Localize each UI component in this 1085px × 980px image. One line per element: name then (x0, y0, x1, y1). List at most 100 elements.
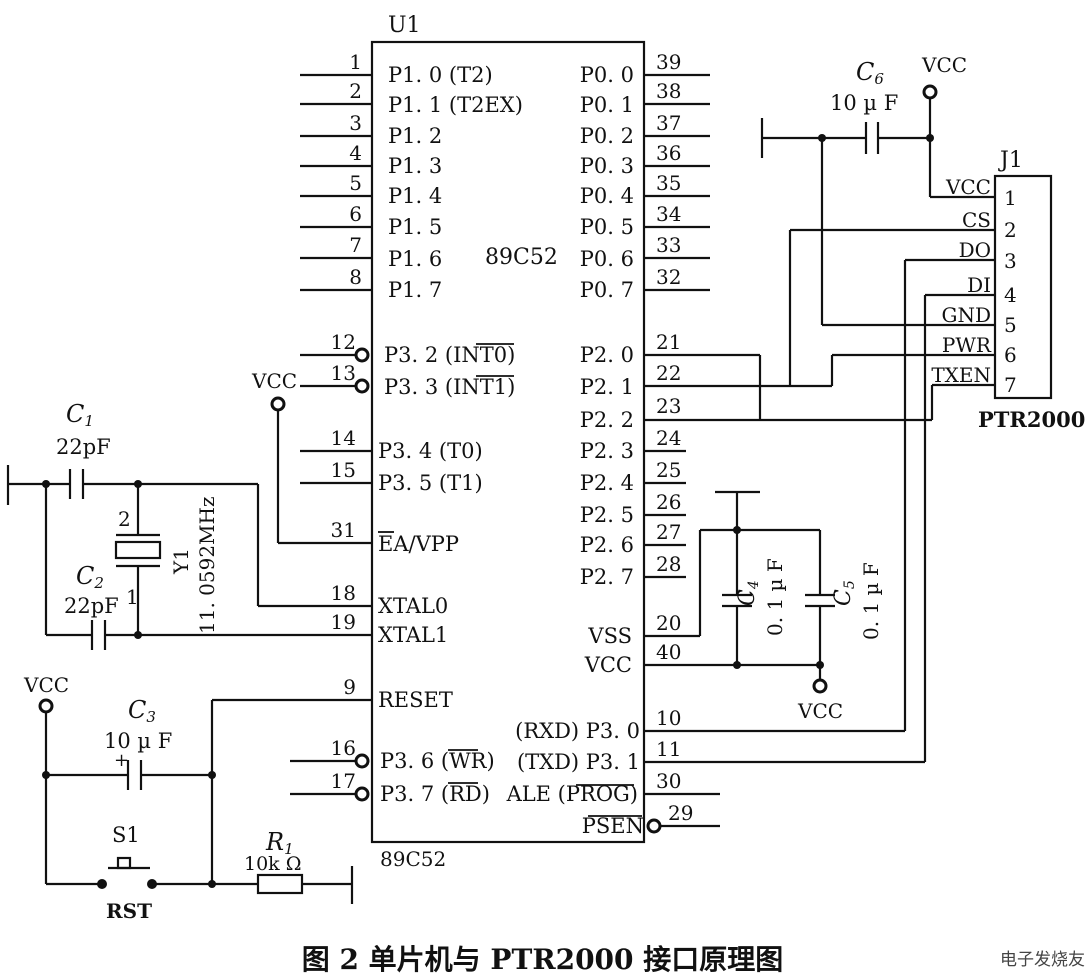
overlines (378, 343, 642, 817)
connector-name: PTR2000 (978, 407, 1085, 432)
svg-text:P0. 1: P0. 1 (580, 93, 634, 117)
svg-text:P0. 2: P0. 2 (580, 124, 634, 148)
connector-body (993, 174, 1053, 400)
svg-text:P1. 6: P1. 6 (388, 247, 442, 271)
c5-value: 0. 1 µ F (859, 562, 883, 640)
connector-ref: J1 (998, 148, 1023, 173)
svg-text:25: 25 (656, 458, 681, 482)
svg-text:VCC: VCC (797, 699, 843, 723)
svg-text:37: 37 (656, 111, 681, 135)
c4-value: 0. 1 µ F (763, 558, 787, 636)
c2-ref: C2 (76, 562, 104, 592)
svg-text:32: 32 (656, 265, 681, 289)
svg-text:RESET: RESET (378, 688, 453, 712)
svg-text:13: 13 (331, 361, 356, 385)
svg-text:XTAL0: XTAL0 (378, 594, 448, 618)
svg-text:9: 9 (343, 675, 356, 699)
svg-text:DO: DO (959, 238, 991, 262)
svg-text:CS: CS (962, 208, 991, 232)
r1-value: 10k Ω (244, 853, 301, 875)
left-pin-labels: P1. 0 (T2) P1. 1 (T2EX) P1. 2 P1. 3 P1. … (378, 63, 523, 806)
svg-text:11: 11 (656, 737, 681, 761)
svg-text:P1. 7: P1. 7 (388, 278, 442, 302)
svg-text:P2. 6: P2. 6 (580, 533, 634, 557)
svg-text:P2. 5: P2. 5 (580, 503, 634, 527)
svg-text:P1. 5: P1. 5 (388, 215, 442, 239)
svg-text:40: 40 (656, 640, 681, 664)
c1-ref: C1 (66, 400, 94, 430)
svg-text:P0. 0: P0. 0 (580, 63, 634, 87)
svg-text:P0. 4: P0. 4 (580, 184, 634, 208)
svg-text:P2. 3: P2. 3 (580, 439, 634, 463)
c6-value: 10 µ F (830, 91, 898, 115)
svg-text:38: 38 (656, 79, 681, 103)
svg-text:P2. 4: P2. 4 (580, 471, 634, 495)
c6-ref: C6 (856, 58, 884, 88)
svg-text:P2. 0: P2. 0 (580, 343, 634, 367)
svg-text:33: 33 (656, 233, 681, 257)
s1-label: RST (106, 899, 152, 923)
svg-text:26: 26 (656, 490, 681, 514)
svg-text:14: 14 (331, 426, 356, 450)
svg-text:P0. 3: P0. 3 (580, 154, 634, 178)
y1-ref: Y1 (169, 548, 193, 575)
figure-caption: 图 2 单片机与 PTR2000 接口原理图 (301, 943, 784, 976)
svg-text:4: 4 (1004, 283, 1017, 307)
svg-text:P0. 6: P0. 6 (580, 247, 634, 271)
wires (6, 40, 1053, 904)
svg-text:P0. 7: P0. 7 (580, 278, 634, 302)
left-pin-numbers: 1 2 3 4 5 6 7 8 12 13 14 15 31 18 19 9 1… (331, 50, 362, 793)
svg-text:(TXD) P3. 1: (TXD) P3. 1 (517, 750, 640, 774)
svg-text:17: 17 (331, 769, 356, 793)
svg-text:P1. 0 (T2): P1. 0 (T2) (388, 63, 493, 87)
svg-text:P3. 4 (T0): P3. 4 (T0) (378, 439, 483, 463)
c4-ref: C4 (735, 580, 762, 606)
svg-text:(RXD) P3. 0: (RXD) P3. 0 (515, 719, 640, 743)
svg-text:23: 23 (656, 394, 681, 418)
svg-text:10: 10 (656, 706, 681, 730)
vcc-labels: VCC VCC VCC VCC (23, 53, 967, 723)
pin-bubbles (38, 84, 938, 834)
svg-text:P3. 5 (T1): P3. 5 (T1) (378, 471, 483, 495)
svg-text:P1. 2: P1. 2 (388, 124, 442, 148)
svg-text:1: 1 (349, 50, 362, 74)
svg-text:28: 28 (656, 552, 681, 576)
svg-text:22: 22 (656, 361, 681, 385)
svg-text:P2. 7: P2. 7 (580, 565, 634, 589)
svg-text:XTAL1: XTAL1 (378, 623, 448, 647)
svg-text:VSS: VSS (587, 624, 632, 648)
svg-text:P0. 5: P0. 5 (580, 215, 634, 239)
c2-value: 22pF (64, 594, 119, 618)
svg-text:19: 19 (331, 610, 356, 634)
watermark-logo: 电子发烧友 (1000, 950, 1085, 970)
svg-text:3: 3 (349, 111, 362, 135)
svg-text:P3. 2 (INT0): P3. 2 (INT0) (384, 343, 515, 367)
junction-dots (42, 134, 934, 889)
svg-text:12: 12 (331, 330, 356, 354)
r1-ref: R1 (265, 828, 294, 858)
svg-text:DI: DI (967, 273, 991, 297)
svg-text:2: 2 (349, 79, 362, 103)
svg-text:27: 27 (656, 520, 681, 544)
svg-text:TXEN: TXEN (931, 363, 991, 387)
svg-text:ALE (PROG): ALE (PROG) (506, 782, 638, 806)
svg-text:8: 8 (349, 265, 362, 289)
svg-text:20: 20 (656, 611, 681, 635)
svg-text:29: 29 (668, 801, 693, 825)
svg-text:P1. 1 (T2EX): P1. 1 (T2EX) (388, 93, 523, 117)
svg-text:VCC: VCC (23, 673, 69, 697)
y1-pin-b: 1 (126, 585, 139, 609)
svg-text:5: 5 (1004, 313, 1017, 337)
svg-text:2: 2 (1004, 218, 1017, 242)
svg-text:4: 4 (349, 141, 362, 165)
svg-text:31: 31 (331, 518, 356, 542)
svg-text:6: 6 (349, 202, 362, 226)
svg-text:39: 39 (656, 50, 681, 74)
connector-pin-numbers: 1 2 3 4 5 6 7 (1004, 186, 1017, 397)
connector-pin-labels: VCC CS DO DI GND PWR TXEN (931, 175, 992, 387)
svg-text:P3. 6 (WR): P3. 6 (WR) (380, 749, 495, 773)
c3-ref: C3 (128, 696, 156, 726)
svg-text:36: 36 (656, 141, 681, 165)
svg-text:P1. 3: P1. 3 (388, 154, 442, 178)
y1-pin-a: 2 (118, 507, 131, 531)
